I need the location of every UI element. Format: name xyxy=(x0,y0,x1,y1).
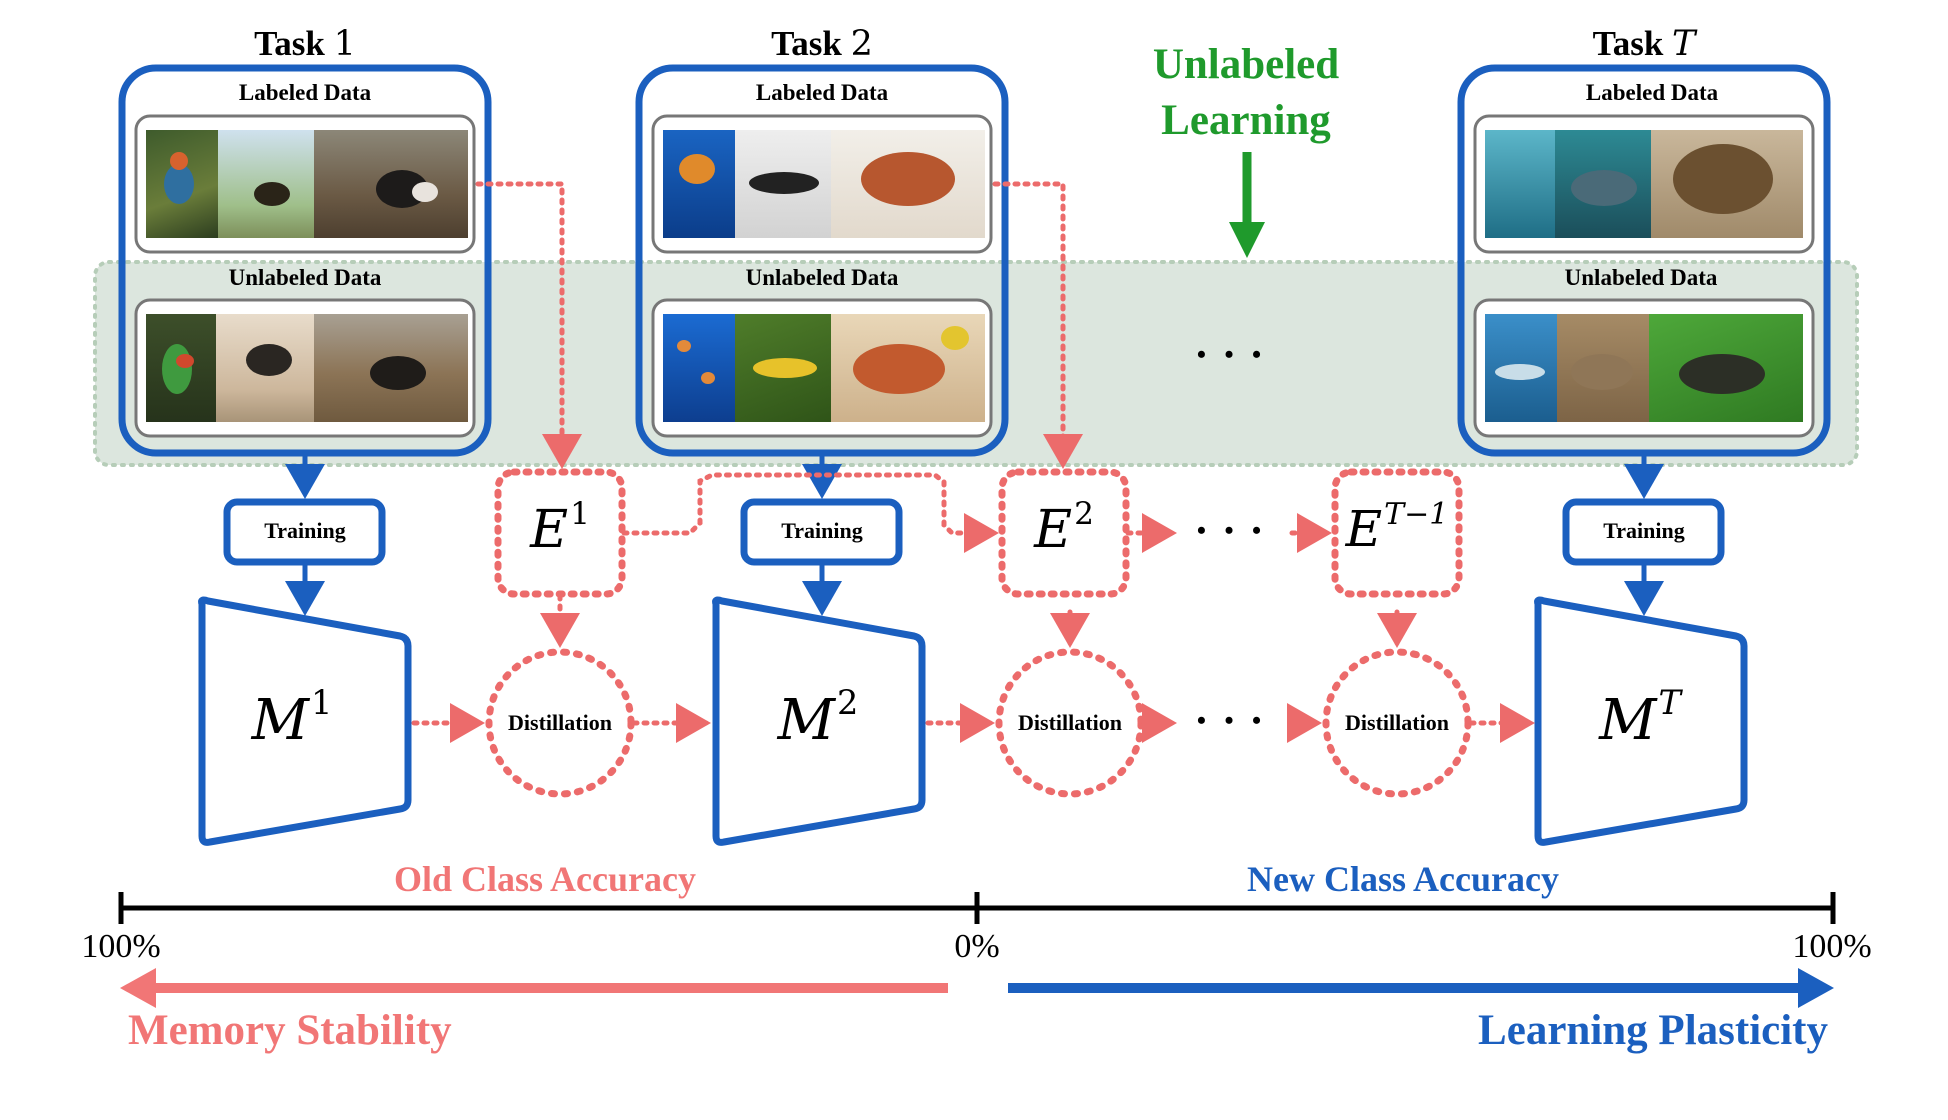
task-1-box xyxy=(118,64,492,457)
distillation-row-ellipsis: • • • xyxy=(1196,706,1268,735)
memory-stability-label: Memory Stability xyxy=(128,1007,452,1054)
photo-fire-salamander xyxy=(735,314,831,422)
unlabeled-learning-arrowhead xyxy=(1229,222,1265,258)
model-1-label: M1 xyxy=(251,682,333,753)
task-2-title: Task 2 xyxy=(771,24,873,64)
exemplar-1-label: E1 xyxy=(530,495,590,560)
learning-plasticity-arrowhead xyxy=(1798,968,1834,1008)
distillation-label-2: Distillation xyxy=(1018,710,1122,735)
training-label-2: Training xyxy=(781,518,863,543)
distillation-label-3: Distillation xyxy=(1345,710,1449,735)
photo-crab xyxy=(831,130,985,238)
photo-stingray-sand xyxy=(1557,314,1649,422)
learning-plasticity-label: Learning Plasticity xyxy=(1478,1007,1828,1054)
training-box-2 xyxy=(740,498,903,566)
task-1-title: Task 1 xyxy=(254,24,356,64)
arrow-exemplar1-exemplar2 xyxy=(621,472,999,553)
model-1-trapezoid xyxy=(198,596,412,846)
photo-crab-plate xyxy=(831,314,985,422)
photo-reef xyxy=(1485,130,1555,238)
exemplar-box-T-1 xyxy=(1331,468,1463,598)
model-2-trapezoid xyxy=(712,596,926,846)
photo-shark xyxy=(1485,314,1557,422)
task-T-labeled-caption: Labeled Data xyxy=(1585,80,1719,105)
training-box-1 xyxy=(223,498,386,566)
task-T-box xyxy=(1457,64,1831,457)
band-ellipsis: • • • xyxy=(1196,340,1268,369)
photo-grouse xyxy=(314,130,468,238)
photo-grouse-field xyxy=(314,314,468,422)
photo-slider-turtle xyxy=(1649,314,1803,422)
photo-bird-branch xyxy=(218,130,314,238)
task-T-unlabeled-caption: Unlabeled Data xyxy=(1564,265,1718,290)
distillation-label-1: Distillation xyxy=(508,710,612,735)
task-2-box xyxy=(635,64,1009,457)
model-T-label: MT xyxy=(1599,682,1681,753)
photo-turtle xyxy=(1651,130,1803,238)
photo-salamander xyxy=(735,130,831,238)
training-box-T xyxy=(1562,498,1725,566)
photo-jellyfish xyxy=(663,130,735,238)
model-T-trapezoid xyxy=(1534,596,1748,846)
photo-ray xyxy=(1555,130,1651,238)
model-2-label: M2 xyxy=(777,682,859,753)
task-T-title: Task T xyxy=(1592,24,1696,64)
exemplar-2-label: E2 xyxy=(1034,495,1094,560)
photo-jellyfish-group xyxy=(663,314,735,422)
axis-tick-left-label: 100% xyxy=(81,928,161,965)
task-1-labeled-caption: Labeled Data xyxy=(238,80,372,105)
exemplar-T-1-label: ET−1 xyxy=(1345,496,1449,559)
photo-shrike xyxy=(216,314,314,422)
unlabeled-learning-line1: Unlabeled xyxy=(1152,41,1340,88)
distillation-circle-2 xyxy=(995,648,1145,798)
axis-tick-mid-label: 0% xyxy=(954,928,1000,965)
photo-lorikeet xyxy=(146,314,216,422)
task-2-labeled-caption: Labeled Data xyxy=(755,80,889,105)
arrow-labeled1-exemplar1 xyxy=(475,181,582,469)
new-class-accuracy-label: New Class Accuracy xyxy=(1247,859,1559,899)
axis-tick-right-label: 100% xyxy=(1792,928,1872,965)
distillation-circle-3 xyxy=(1322,648,1472,798)
task-2-unlabeled-caption: Unlabeled Data xyxy=(745,265,899,290)
arrow-labeled2-exemplar2 xyxy=(992,181,1083,469)
photo-parrot xyxy=(146,130,218,238)
training-label-1: Training xyxy=(264,518,346,543)
exemplar-row-ellipsis: • • • xyxy=(1196,516,1268,545)
unlabeled-learning-line2: Learning xyxy=(1161,97,1331,144)
memory-stability-arrowhead xyxy=(120,968,156,1008)
old-class-accuracy-label: Old Class Accuracy xyxy=(394,859,696,899)
task-1-unlabeled-caption: Unlabeled Data xyxy=(228,265,382,290)
distillation-circle-1 xyxy=(485,648,635,798)
training-label-T: Training xyxy=(1603,518,1685,543)
